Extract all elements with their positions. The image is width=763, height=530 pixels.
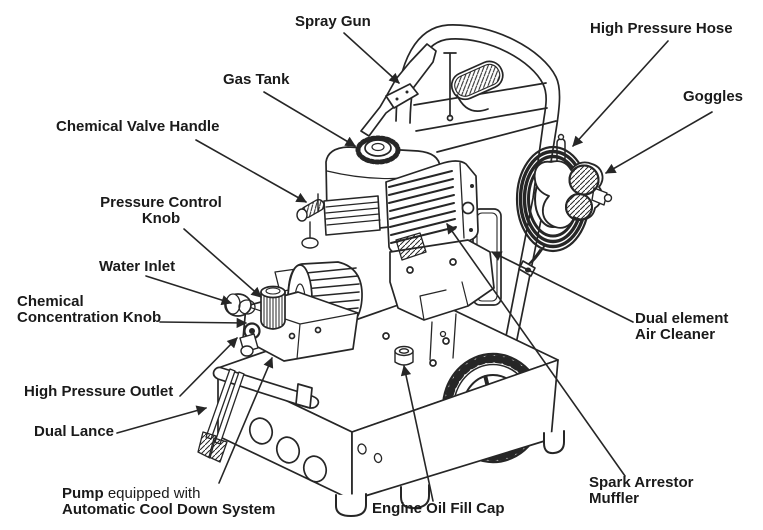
water-inlet-part	[224, 293, 256, 317]
label-spark-arrestor-muffler: Spark Arrestor Muffler	[589, 474, 694, 507]
label-gas-tank: Gas Tank	[223, 71, 290, 88]
pressure-control-knob-part	[260, 285, 286, 330]
leader-pressure-control-knob	[183, 228, 262, 298]
goggles-part	[533, 160, 613, 229]
leader-chemical-valve-handle	[195, 139, 307, 203]
leader-spark-arrestor	[446, 223, 626, 477]
spray-gun-grip	[450, 60, 504, 101]
leader-engine-oil-fill-cap	[400, 364, 434, 502]
leader-spray-gun	[343, 32, 400, 84]
engine-crankcase	[389, 239, 495, 321]
label-spray-gun: Spray Gun	[295, 13, 371, 30]
base-feet	[335, 430, 565, 517]
label-high-pressure-hose: High Pressure Hose	[590, 20, 733, 37]
leader-high-pressure-outlet	[179, 337, 238, 397]
oil-fill-cap-part	[394, 345, 414, 366]
label-dual-element-air-cleaner: Dual element Air Cleaner	[635, 310, 729, 343]
dual-lance-part	[197, 366, 320, 463]
label-pump-note: Pump equipped with Automatic Cool Down S…	[62, 485, 276, 518]
leader-pump	[218, 357, 274, 484]
pump-part	[224, 261, 363, 362]
leader-goggles	[605, 111, 713, 174]
leader-dual-lance	[116, 405, 208, 434]
muffler-part	[395, 232, 427, 261]
leader-air-cleaner	[491, 251, 634, 323]
tank-bracket	[323, 195, 381, 236]
label-chemical-valve-handle: Chemical Valve Handle	[56, 118, 220, 135]
leader-gas-tank	[263, 91, 356, 147]
label-goggles: Goggles	[683, 88, 744, 105]
label-high-pressure-outlet: High Pressure Outlet	[24, 383, 174, 400]
label-dual-lance: Dual Lance	[34, 423, 115, 440]
label-engine-oil-fill-cap: Engine Oil Fill Cap	[372, 500, 505, 517]
engine-mount	[429, 313, 457, 361]
leader-high-pressure-hose	[572, 40, 669, 147]
high-pressure-outlet-part	[239, 333, 259, 357]
label-water-inlet: Water Inlet	[99, 258, 176, 275]
leader-chemical-concentration-knob	[159, 317, 248, 329]
label-pressure-control-knob: Pressure Control Knob	[100, 194, 222, 227]
spray-gun-part	[360, 43, 504, 137]
leader-water-inlet	[145, 275, 232, 306]
chemical-valve-handle-part	[296, 193, 325, 249]
leader-arrows	[116, 32, 713, 502]
label-chemical-concentration-knob: Chemical Concentration Knob	[17, 293, 162, 326]
